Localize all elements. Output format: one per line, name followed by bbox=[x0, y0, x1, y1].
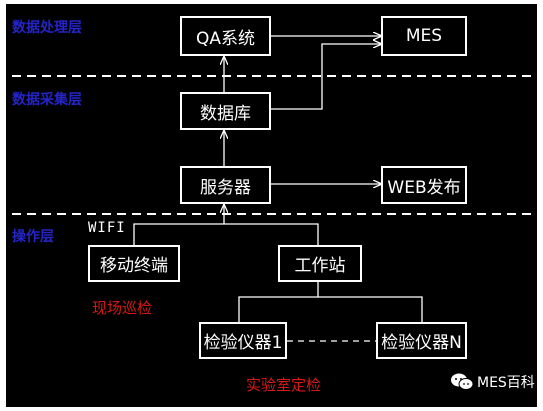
edge-instN-workstation bbox=[318, 296, 423, 322]
edge-workstation-server bbox=[224, 223, 319, 246]
node-qa-system: QA系统 bbox=[180, 16, 271, 56]
layer-title-operation: 操作层 bbox=[12, 229, 54, 245]
node-workstation: 工作站 bbox=[278, 245, 362, 282]
connector-layer bbox=[12, 4, 537, 342]
layer-title-collection: 数据采集层 bbox=[12, 92, 82, 108]
note-onsite-inspection: 现场巡检 bbox=[92, 299, 153, 317]
layer-title-processing: 数据处理层 bbox=[12, 20, 82, 36]
node-database: 数据库 bbox=[180, 92, 271, 130]
edge-inst1-workstation bbox=[238, 296, 318, 322]
node-instrument-1: 检验仪器1 bbox=[199, 322, 287, 359]
edge-mobile-server bbox=[133, 223, 224, 246]
diagram-canvas: 数据处理层 数据采集层 操作层 QA系统 MES 数据库 服务器 WEB发布 移… bbox=[6, 4, 537, 407]
watermark: MES百科 bbox=[450, 372, 535, 392]
edge-db-mes bbox=[270, 44, 382, 110]
node-mobile-terminal: 移动终端 bbox=[88, 245, 180, 282]
watermark-text: MES百科 bbox=[477, 375, 535, 391]
node-server: 服务器 bbox=[180, 166, 271, 204]
wechat-icon bbox=[451, 373, 474, 390]
node-web-publish: WEB发布 bbox=[381, 166, 467, 204]
node-instrument-n: 检验仪器N bbox=[376, 322, 467, 359]
node-mes: MES bbox=[381, 16, 467, 56]
wifi-label: WIFI bbox=[88, 220, 126, 236]
note-lab-inspection: 实验室定检 bbox=[246, 376, 322, 394]
